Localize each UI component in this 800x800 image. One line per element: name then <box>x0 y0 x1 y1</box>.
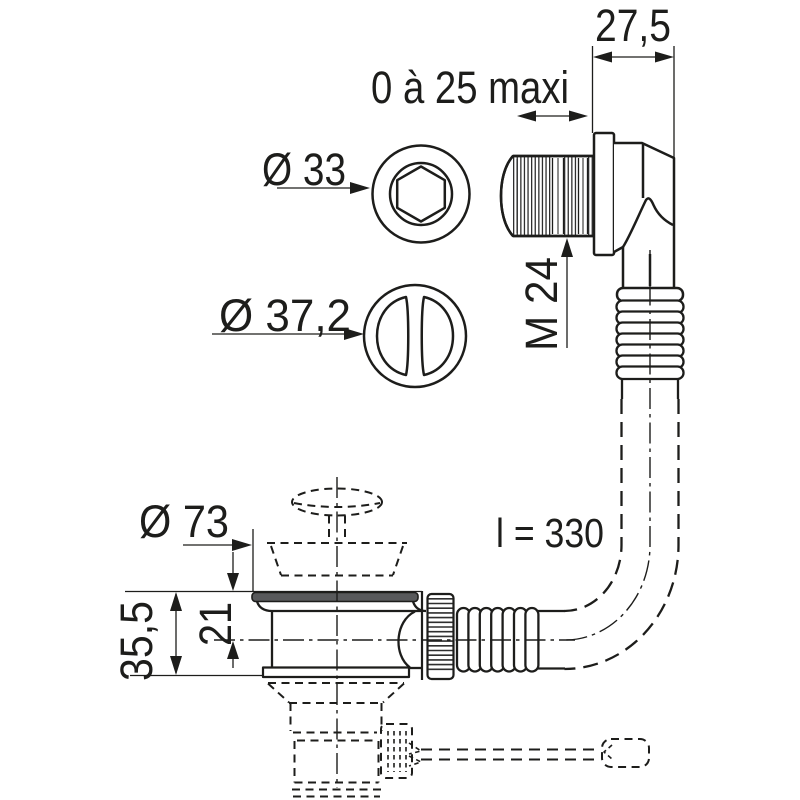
dim-m24-label: M 24 <box>516 257 567 351</box>
hose-corrugated-vertical <box>615 299 685 399</box>
threaded-elbow-fitting <box>499 131 685 303</box>
center-lines <box>214 250 651 788</box>
dim-dia-73-label: Ø 73 <box>139 496 229 547</box>
plug-stem <box>328 515 346 540</box>
overflow-hose-connection-dashed <box>421 748 597 761</box>
drain-body <box>125 590 427 679</box>
tailpiece-thread-dashed <box>292 788 381 798</box>
hexagon-socket <box>395 165 447 223</box>
overflow-cover-front-view <box>362 283 468 389</box>
hose-end-fitting-dashed <box>601 738 650 768</box>
plug-knob <box>291 487 383 517</box>
dim-m24: M 24 <box>516 238 573 351</box>
dim-dia-33-label: Ø 33 <box>262 144 346 195</box>
dim-35-5-label: 35,5 <box>111 601 162 681</box>
hose-coupling-nut <box>420 591 455 681</box>
dim-35-5: 35,5 <box>111 592 262 681</box>
dim-dia-37-2-label: Ø 37,2 <box>219 290 351 341</box>
side-outlet-barb-dashed <box>380 723 422 779</box>
dim-27-5: 27,5 <box>591 0 675 158</box>
knob-front-view <box>371 144 471 244</box>
hose-length-label: l = 330 <box>496 510 604 556</box>
hose-flexible-dashed <box>564 399 680 671</box>
under-sink-parts-dashed <box>267 682 650 798</box>
dim-dia-33: Ø 33 <box>262 144 370 195</box>
dim-27-5-label: 27,5 <box>595 0 671 51</box>
dim-dia-73: Ø 73 <box>139 496 254 591</box>
dim-0-25-maxi: 0 à 25 maxi <box>371 62 588 122</box>
hose-corrugated-horizontal <box>420 591 565 681</box>
dim-dia-37-2: Ø 37,2 <box>212 290 364 341</box>
dim-21-label: 21 <box>190 602 241 646</box>
dim-21: 21 <box>190 552 241 668</box>
dim-0-25-maxi-label: 0 à 25 maxi <box>371 62 569 113</box>
plug-stopper-dashed <box>267 487 407 577</box>
drain-flange <box>251 591 419 603</box>
